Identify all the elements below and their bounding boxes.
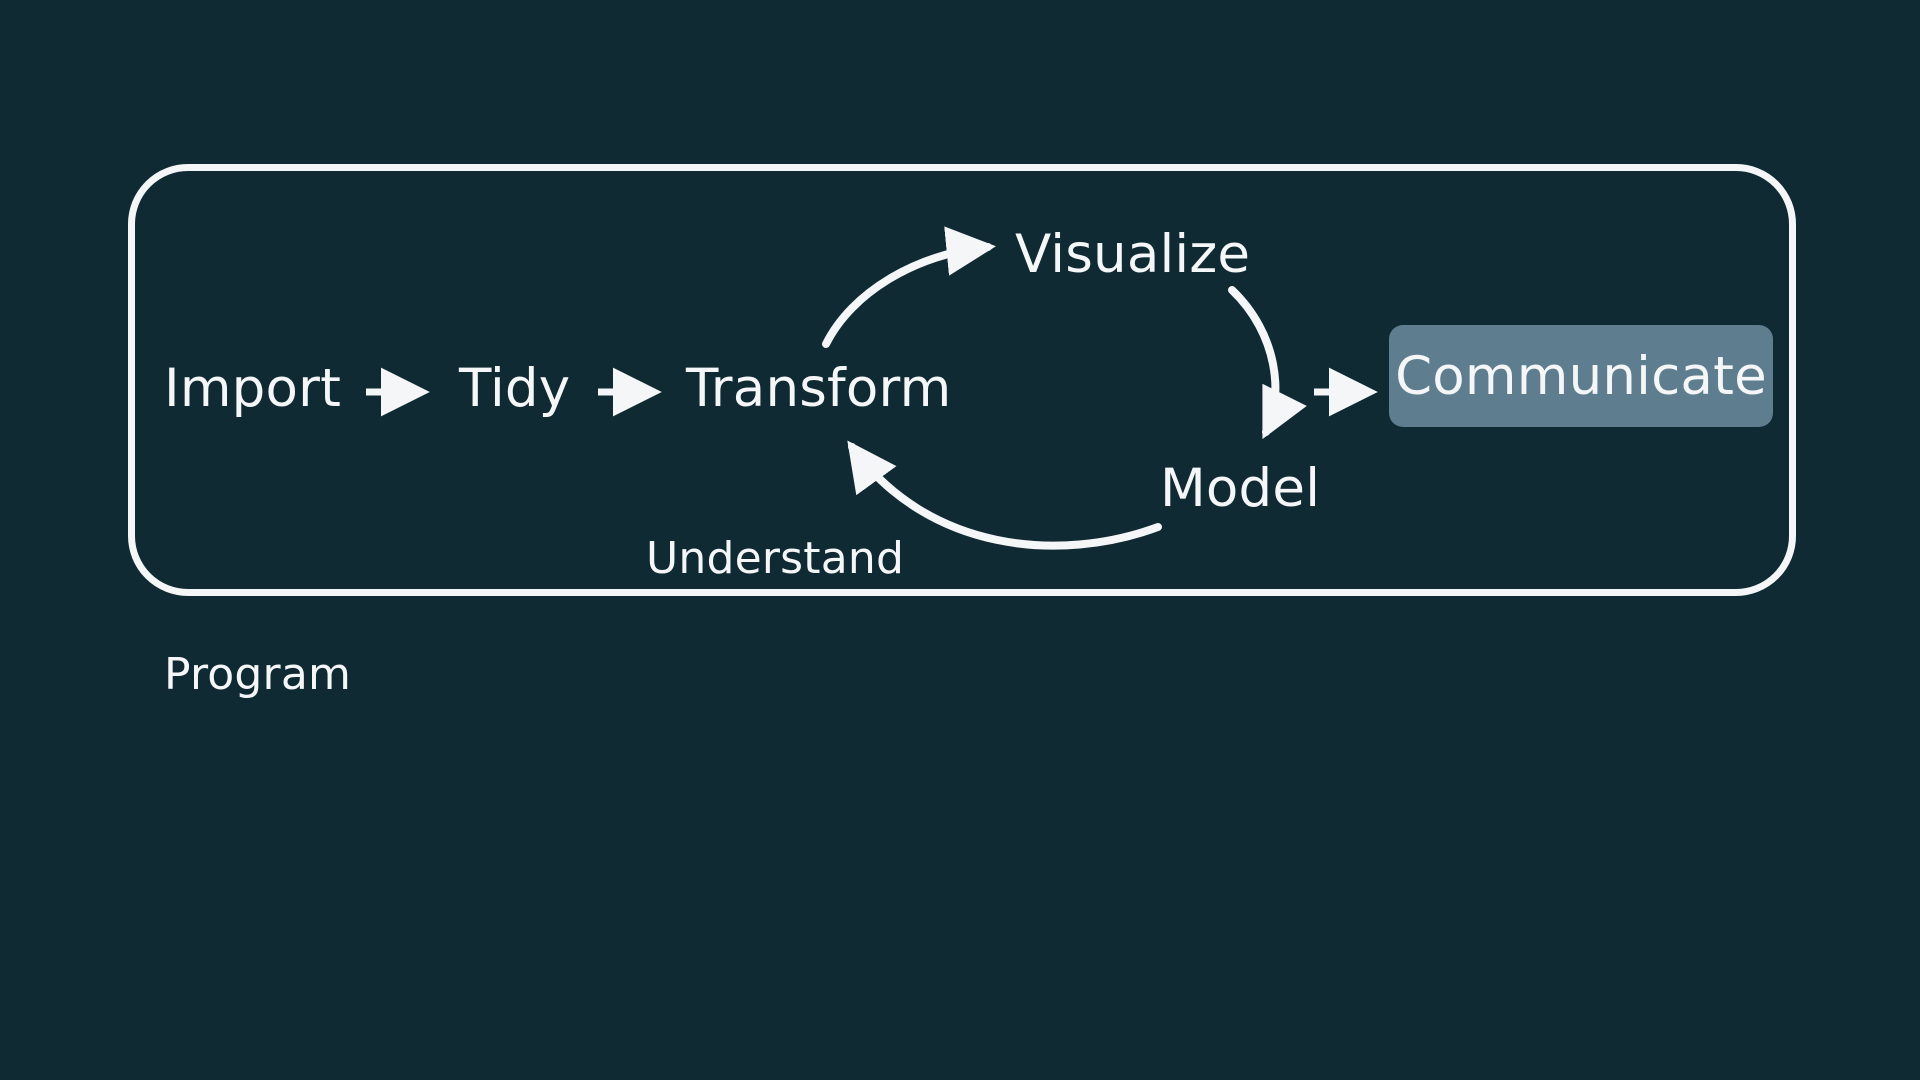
node-visualize[interactable]: Visualize — [1015, 224, 1251, 285]
node-understand-label: Understand — [646, 533, 905, 584]
program-label: Program — [164, 649, 352, 700]
node-tidy[interactable]: Tidy — [459, 358, 571, 419]
node-communicate-label: Communicate — [1395, 345, 1767, 407]
node-transform[interactable]: Transform — [686, 358, 952, 419]
node-communicate[interactable]: Communicate — [1389, 325, 1773, 427]
node-import[interactable]: Import — [164, 358, 342, 419]
program-container — [128, 164, 1796, 596]
node-model[interactable]: Model — [1160, 458, 1321, 519]
